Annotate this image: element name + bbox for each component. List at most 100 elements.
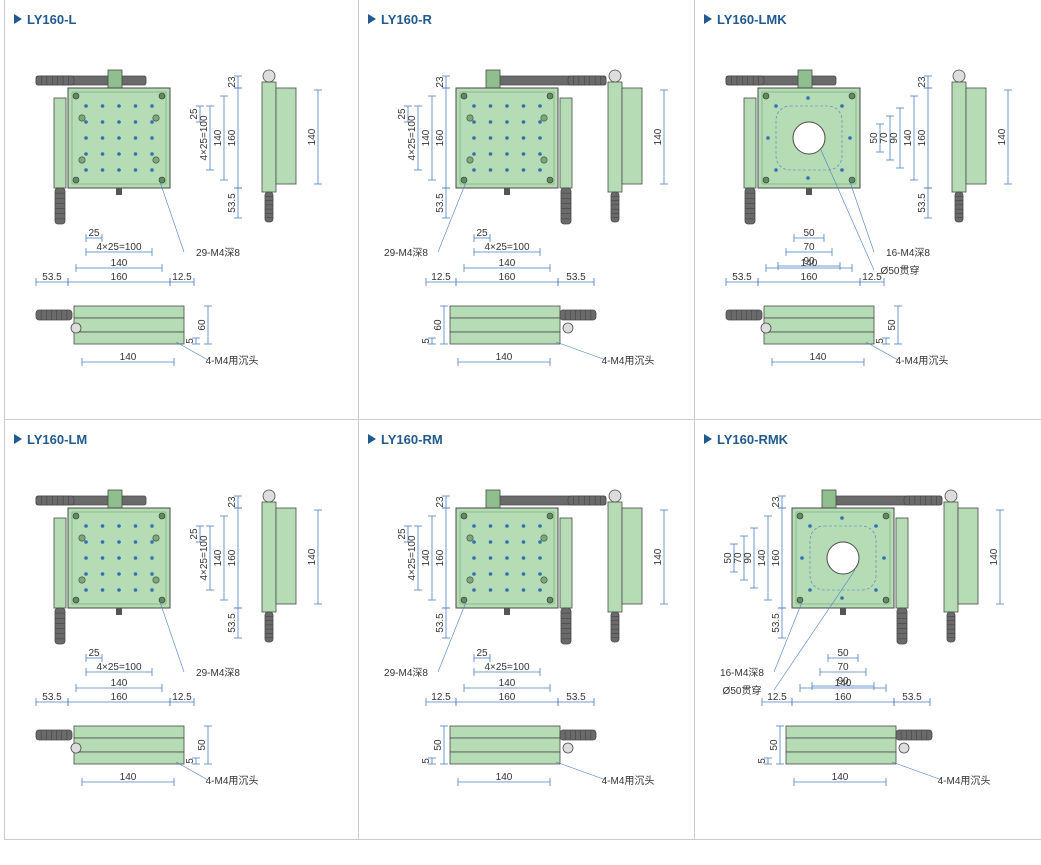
dim-25-h-label: 25 xyxy=(476,648,488,659)
plate-inner xyxy=(761,91,857,185)
tapped-hole xyxy=(488,152,493,156)
dim-535-h-label: 53.5 xyxy=(42,692,62,703)
front-micrometer xyxy=(559,729,597,741)
dim-535-v-label: 53.5 xyxy=(771,613,782,633)
dim-5-label: 5 xyxy=(185,338,196,344)
counterbore xyxy=(78,114,86,122)
tapped-hole xyxy=(472,556,476,560)
tapped-hole xyxy=(505,524,509,528)
tapped-hole xyxy=(84,556,88,560)
side-rail xyxy=(53,517,67,609)
tapped-hole xyxy=(472,524,476,528)
dim-23-label: 23 xyxy=(435,496,446,508)
callout-leader xyxy=(159,181,185,253)
tapped-hole xyxy=(505,152,509,156)
dim-25-v-label: 25 xyxy=(397,108,408,120)
tapped-hole xyxy=(800,556,804,560)
front-base xyxy=(785,751,897,765)
corner-screw xyxy=(460,512,468,520)
lock-screw xyxy=(504,608,510,615)
counterbore xyxy=(466,534,474,542)
dim-90-h-label: 90 xyxy=(803,256,815,267)
tapped-hole xyxy=(133,168,138,172)
dim-140-v-label: 140 xyxy=(421,129,432,146)
side-view-micrometer xyxy=(954,191,964,223)
center-bore xyxy=(792,121,826,155)
tapped-hole xyxy=(472,136,476,140)
front-top-carriage xyxy=(449,305,561,319)
bore-callout: Ø50贯穿 xyxy=(723,684,762,697)
tapped-hole xyxy=(505,588,509,592)
dim-front-140-label: 140 xyxy=(832,772,849,783)
side-knob xyxy=(54,187,66,225)
tapped-hole xyxy=(133,152,138,156)
dim-140-v-label: 140 xyxy=(213,129,224,146)
dim-535-v-label: 53.5 xyxy=(227,193,238,213)
center-bore xyxy=(826,541,860,575)
tapped-hole xyxy=(488,168,493,172)
tapped-hole xyxy=(505,168,509,172)
dim-160-v-label: 160 xyxy=(227,549,238,566)
front-knob xyxy=(562,322,574,334)
dim-height-label: 50 xyxy=(887,319,898,331)
corner-screw xyxy=(882,512,890,520)
tapped-hole xyxy=(538,588,542,592)
dim-height-label: 50 xyxy=(197,739,208,751)
tapped-hole xyxy=(133,524,138,528)
side-view-micrometer xyxy=(264,191,274,223)
tapped-hole xyxy=(538,524,542,528)
tapped-hole xyxy=(538,104,542,108)
side-view-carriage xyxy=(957,507,979,605)
tapped-hole xyxy=(505,104,509,108)
dim-100-v-label: 4×25=100 xyxy=(407,115,418,160)
dim-140-h-label: 140 xyxy=(499,258,516,269)
dim-535-h-label: 53.5 xyxy=(902,692,922,703)
side-rail xyxy=(559,517,573,609)
dim-535-h-label: 53.5 xyxy=(42,272,62,283)
tapped-hole xyxy=(538,136,542,140)
front-micrometer xyxy=(895,729,933,741)
panel-title: LY160-RM xyxy=(368,432,443,447)
panel-title: LY160-LMK xyxy=(704,12,787,27)
tapped-hole xyxy=(133,588,138,592)
side-knob xyxy=(744,187,756,225)
dim-100-h-label: 4×25=100 xyxy=(96,242,141,253)
front-micrometer xyxy=(35,309,73,321)
tapped-hole xyxy=(117,136,121,140)
front-knob xyxy=(562,742,574,754)
panel-frame xyxy=(694,420,1041,840)
bore-callout: Ø50贯穿 xyxy=(881,264,920,277)
tapped-hole xyxy=(505,556,509,560)
corner-screw xyxy=(460,596,468,604)
counterbore xyxy=(78,576,86,584)
dim-160-v-label: 160 xyxy=(227,129,238,146)
dim-70-v-label: 70 xyxy=(733,552,744,564)
corner-screw xyxy=(158,92,166,100)
counterbore xyxy=(78,534,86,542)
play-triangle-icon xyxy=(14,434,22,444)
front-mid-body xyxy=(73,737,185,753)
side-view-carriage xyxy=(275,87,297,185)
tapped-hole xyxy=(488,572,493,576)
dim-140-h-label: 140 xyxy=(835,678,852,689)
center-recess xyxy=(775,105,843,171)
corner-screw xyxy=(72,512,80,520)
counterbore xyxy=(466,156,474,164)
plate-inner xyxy=(71,91,167,185)
center-recess xyxy=(809,525,877,591)
dim-90-v-label: 90 xyxy=(743,552,754,564)
side-view-body xyxy=(607,501,623,613)
dim-front-140-label: 140 xyxy=(496,352,513,363)
tapped-hole xyxy=(521,104,526,108)
tapped-hole xyxy=(150,572,154,576)
tapped-hole xyxy=(488,524,493,528)
dim-5-label: 5 xyxy=(421,758,432,764)
dim-side-140-label: 140 xyxy=(653,548,664,565)
counterbore xyxy=(152,114,160,122)
counterbore xyxy=(540,534,548,542)
tapped-hole xyxy=(505,540,509,544)
